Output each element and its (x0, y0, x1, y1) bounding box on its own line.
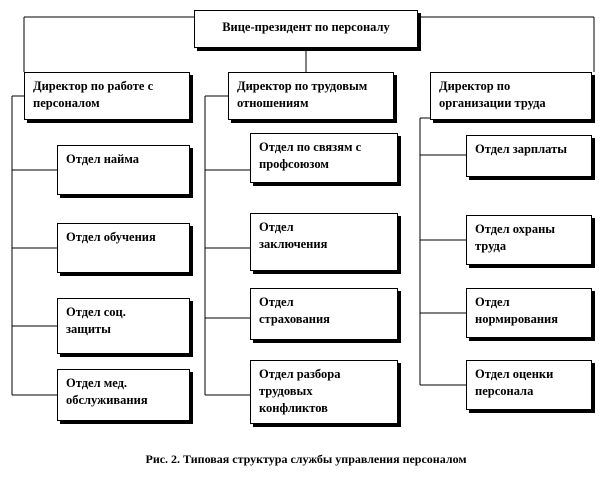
node-dept-insurance: Отдел страхования (250, 288, 398, 340)
node-director-labor-organization: Директор по организации труда (430, 72, 592, 120)
node-dept-rationing: Отдел нормирования (466, 288, 592, 338)
node-director-personnel: Директор по работе с персоналом (24, 72, 190, 120)
node-dept-hiring: Отдел найма (57, 145, 190, 195)
node-dept-labor-safety: Отдел охраны труда (466, 215, 592, 265)
node-vice-president: Вице-президент по персоналу (194, 10, 418, 48)
node-dept-contracting: Отдел заключения (250, 213, 398, 271)
node-dept-labor-disputes: Отдел разбора трудовых конфликтов (250, 360, 398, 424)
node-dept-training: Отдел обучения (57, 223, 190, 273)
figure-caption: Рис. 2. Типовая структура службы управле… (145, 452, 467, 466)
node-dept-social-protection: Отдел соц. защиты (57, 298, 190, 354)
node-dept-union-relations: Отдел по связям с профсоюзом (250, 133, 398, 183)
node-director-labor-relations: Директор по трудовым отношениям (228, 72, 394, 120)
node-dept-medical-services: Отдел мед. обслуживания (57, 369, 190, 421)
node-dept-payroll: Отдел зарплаты (466, 135, 592, 177)
node-dept-personnel-evaluation: Отдел оценки персонала (466, 360, 592, 410)
